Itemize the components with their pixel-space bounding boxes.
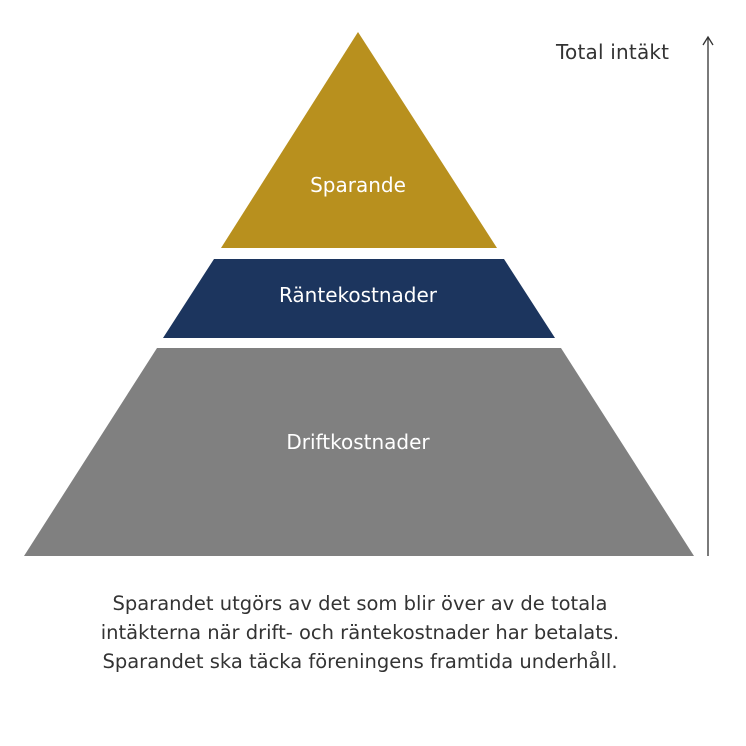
layer-sparande <box>221 32 497 248</box>
total-income-label: Total intäkt <box>556 40 670 64</box>
up-arrow-icon <box>702 35 714 556</box>
caption-line: Sparandet ska täcka föreningens framtida… <box>102 650 618 673</box>
caption-line: intäkterna när drift- och räntekostnader… <box>100 621 620 644</box>
caption-line: Sparandet utgörs av det som blir över av… <box>112 592 608 615</box>
label-driftkostnader: Driftkostnader <box>286 430 430 454</box>
caption: Sparandet utgörs av det som blir över av… <box>0 589 720 676</box>
label-rantekostnader: Räntekostnader <box>279 283 438 307</box>
label-sparande: Sparande <box>310 173 406 197</box>
layer-rantekostnader <box>163 259 555 338</box>
layer-driftkostnader <box>24 348 694 556</box>
